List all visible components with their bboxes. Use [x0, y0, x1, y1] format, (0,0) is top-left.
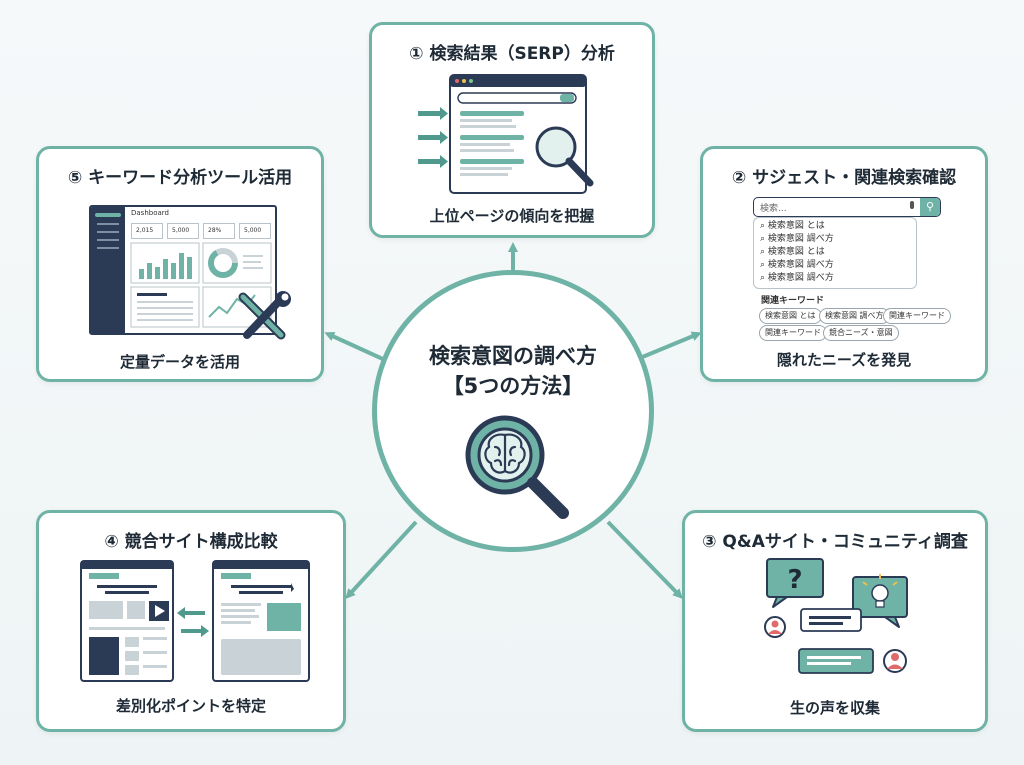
- card-serp-title: ① 検索結果（SERP）分析: [409, 44, 615, 64]
- user-avatar-icon: [883, 649, 907, 673]
- suggestion-item: ⌕ 検索意図 調べ方: [760, 273, 834, 283]
- kpi-card: 28%: [203, 223, 235, 239]
- brain-magnifier-icon: [465, 415, 569, 519]
- mic-icon: [910, 201, 914, 209]
- dashboard-title: Dashboard: [131, 209, 169, 217]
- card-suggest: ② サジェスト・関連検索確認 検索... ⚲ ⌕ 検索意図 とは ⌕ 検索意図 …: [700, 146, 988, 382]
- center-title-line1: 検索意図の調べ方: [429, 344, 597, 368]
- card-tool: ⑤ キーワード分析ツール活用 Dashboard 2,015 5,000 28%…: [36, 146, 324, 382]
- compare-sites-illustration: [80, 560, 310, 682]
- card-suggest-caption: 隠れたニーズを発見: [776, 351, 912, 369]
- kpi-card: 5,000: [167, 223, 199, 239]
- related-keywords-label: 関連キーワード: [761, 296, 825, 306]
- center-title-line2: 【5つの方法】: [442, 374, 584, 398]
- site-b-mockup: [212, 560, 310, 682]
- card-serp-caption: 上位ページの傾向を把握: [429, 207, 595, 225]
- arrow-to-qa: [606, 520, 683, 599]
- lightbulb-bubble-icon: [852, 574, 908, 628]
- card-tool-title: ⑤ キーワード分析ツール活用: [67, 168, 293, 188]
- card-compare-title: ④ 競合サイト構成比較: [104, 532, 278, 552]
- kpi-card: 2,015: [131, 223, 163, 239]
- question-bubble-icon: ?: [766, 558, 824, 608]
- card-qa-caption: 生の声を収集: [789, 699, 880, 717]
- dashboard-mockup: Dashboard 2,015 5,000 28% 5,000: [89, 205, 277, 335]
- search-icon: ⚲: [920, 198, 940, 216]
- suggest-search-bar: 検索... ⚲: [753, 197, 941, 217]
- dashboard-charts: [130, 242, 272, 328]
- arrow-icon-group: [418, 107, 448, 168]
- card-suggest-title: ② サジェスト・関連検索確認: [731, 168, 957, 188]
- suggestion-item: ⌕ 検索意図 とは: [760, 221, 825, 231]
- wrench-screwdriver-icon: [238, 291, 291, 340]
- related-pill: 競合ニーズ・意図: [823, 325, 899, 341]
- user-avatar-icon: [764, 616, 786, 638]
- suggestion-list: ⌕ 検索意図 とは ⌕ 検索意図 調べ方 ⌕ 検索意図 とは ⌕ 検索意図 調べ…: [753, 217, 917, 289]
- suggestion-item: ⌕ 検索意図 調べ方: [760, 260, 834, 270]
- magnifier-icon: [535, 126, 594, 187]
- answer-bubble-icon: [798, 648, 874, 674]
- arrow-to-suggest: [639, 331, 702, 360]
- suggestion-item: ⌕ 検索意図 とは: [760, 247, 825, 257]
- dashboard-sidebar: [91, 207, 125, 333]
- arrow-to-compare: [345, 520, 418, 599]
- card-serp: ① 検索結果（SERP）分析 上位ページの傾向を把握: [369, 22, 655, 238]
- related-pill: 関連キーワード: [883, 308, 951, 324]
- center-title: 検索意図の調べ方 【5つの方法】: [377, 341, 649, 401]
- site-a-mockup: [80, 560, 174, 682]
- swap-arrows-icon: [177, 607, 209, 637]
- svg-text:?: ?: [787, 565, 802, 595]
- related-pill: 関連キーワード: [759, 325, 827, 341]
- card-compare-caption: 差別化ポイントを特定: [115, 697, 266, 715]
- kpi-card: 5,000: [239, 223, 271, 239]
- center-hub: 検索意図の調べ方 【5つの方法】: [372, 270, 654, 552]
- card-tool-caption: 定量データを活用: [119, 353, 240, 371]
- suggestion-item: ⌕ 検索意図 調べ方: [760, 234, 834, 244]
- related-pill: 検索意図 とは: [759, 308, 822, 324]
- card-qa: ③ Q&Aサイト・コミュニティ調査 ?: [682, 510, 988, 732]
- qa-chat-illustration: ?: [764, 558, 908, 674]
- card-qa-title: ③ Q&Aサイト・コミュニティ調査: [702, 532, 968, 552]
- message-bubble-icon: [800, 608, 862, 632]
- search-placeholder: 検索...: [760, 204, 787, 214]
- related-pill: 検索意図 調べ方: [819, 308, 890, 324]
- brain-icon: [484, 433, 526, 474]
- card-compare: ④ 競合サイト構成比較: [36, 510, 346, 732]
- arrow-to-tool: [324, 331, 386, 362]
- serp-browser-illustration: [418, 74, 594, 194]
